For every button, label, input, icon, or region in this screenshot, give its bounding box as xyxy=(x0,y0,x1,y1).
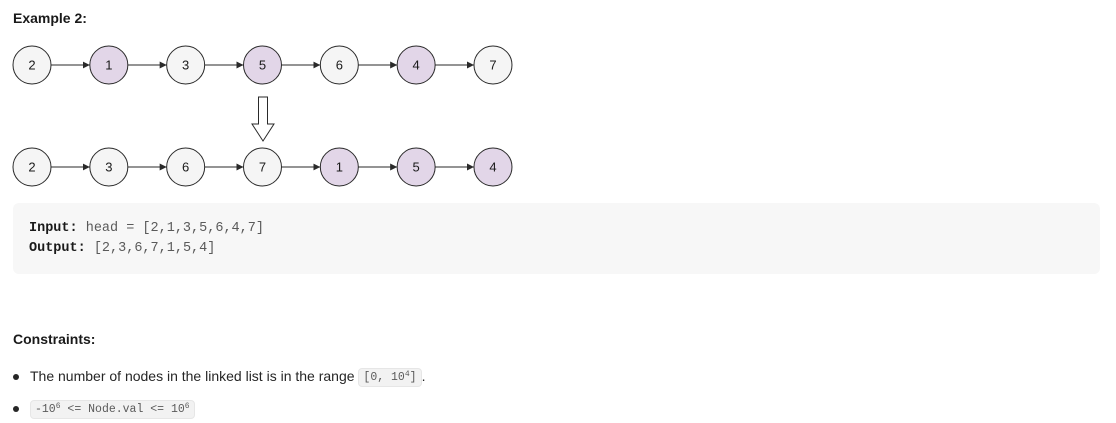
node-value: 1 xyxy=(336,160,343,175)
value-range-code: -106 <= Node.val <= 106 xyxy=(30,400,195,419)
constraint-text: The number of nodes in the linked list i… xyxy=(30,368,359,384)
example-io-box: Input: head = [2,1,3,5,6,4,7] Output: [2… xyxy=(13,203,1100,274)
constraints-heading: Constraints: xyxy=(13,331,96,347)
constraint-node-count: The number of nodes in the linked list i… xyxy=(30,368,425,387)
output-label: Output: xyxy=(29,241,86,256)
input-value: head = [2,1,3,5,6,4,7] xyxy=(85,221,264,236)
node-value: 3 xyxy=(182,58,189,73)
node-value: 2 xyxy=(28,160,35,175)
linked-list-diagram: 2 1 3 5 6 4 7 2 3 6 7 1 5 4 xyxy=(12,45,513,187)
node-value: 4 xyxy=(489,160,496,175)
reordered-list: 2 3 6 7 1 5 4 xyxy=(12,147,513,187)
node-value: 5 xyxy=(413,160,420,175)
node-value: 7 xyxy=(489,58,496,73)
bullet-icon xyxy=(13,406,19,412)
node-value: 1 xyxy=(105,58,112,73)
node-value: 6 xyxy=(336,58,343,73)
node-value: 5 xyxy=(259,58,266,73)
example-heading: Example 2: xyxy=(13,10,87,26)
node-value: 4 xyxy=(413,58,420,73)
node-value: 2 xyxy=(28,58,35,73)
input-label: Input: xyxy=(29,221,78,236)
input-line: Input: head = [2,1,3,5,6,4,7] xyxy=(29,221,264,236)
range-code: [0, 104] xyxy=(358,368,422,387)
bullet-icon xyxy=(13,374,19,380)
node-value: 6 xyxy=(182,160,189,175)
output-line: Output: [2,3,6,7,1,5,4] xyxy=(29,241,215,256)
constraint-node-value: -106 <= Node.val <= 106 xyxy=(30,400,195,419)
original-list: 2 1 3 5 6 4 7 xyxy=(12,45,513,85)
list-node xyxy=(473,45,513,85)
transform-arrow-icon xyxy=(251,96,275,142)
node-value: 7 xyxy=(259,160,266,175)
node-value: 3 xyxy=(105,160,112,175)
output-value: [2,3,6,7,1,5,4] xyxy=(93,241,216,256)
list-node xyxy=(473,147,513,187)
